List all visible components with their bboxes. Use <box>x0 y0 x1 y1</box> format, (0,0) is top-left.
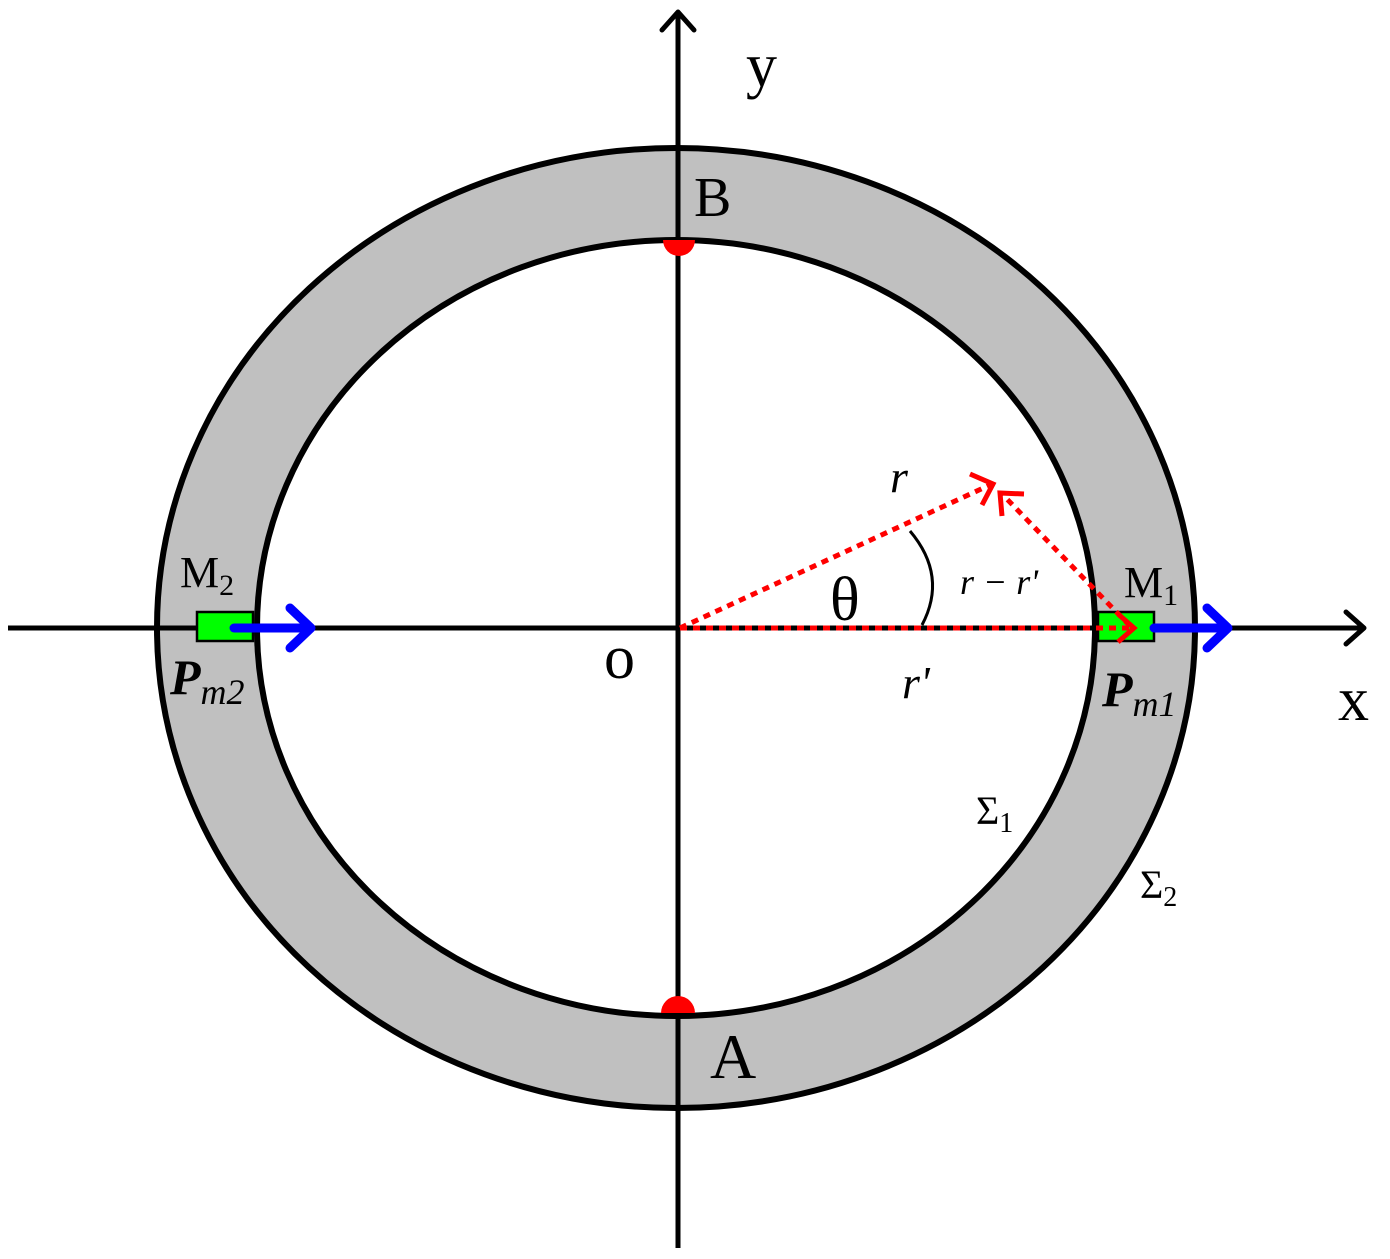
sigma1-label: Σ1 <box>976 788 1013 839</box>
point-a-label: A <box>710 1021 756 1092</box>
y-axis-arrowhead <box>659 9 697 33</box>
x-axis-arrowhead <box>1343 609 1367 647</box>
marker-b <box>663 240 695 256</box>
pm1-label: Pm1 <box>1101 661 1177 724</box>
sigma2-label: Σ2 <box>1140 862 1177 913</box>
vector-diff-arrowhead <box>997 490 1025 517</box>
vector-r-line <box>678 481 994 631</box>
dipole-arrow-pm1-head <box>1202 603 1233 653</box>
dipole-arrow-pm2-head <box>285 603 316 653</box>
m1-label: M1 <box>1124 558 1178 612</box>
origin-label: o <box>604 624 635 692</box>
vector-r-arrowhead <box>969 471 997 507</box>
m2-label: M2 <box>180 548 234 602</box>
x-axis-label: x <box>1338 666 1369 734</box>
marker-a <box>661 996 695 1013</box>
vector-r-prime-arrowhead <box>1116 612 1138 644</box>
vector-r-label: r <box>890 451 909 502</box>
angle-theta-label: θ <box>830 566 860 634</box>
y-axis-label: y <box>746 32 777 100</box>
vector-r-prime-label: r' <box>902 657 931 708</box>
vector-diff-line <box>1000 492 1132 628</box>
point-b-label: B <box>694 167 731 229</box>
angle-arc <box>908 530 934 626</box>
pm2-label: Pm2 <box>169 649 245 712</box>
vector-diff-label: r − r' <box>960 562 1039 602</box>
